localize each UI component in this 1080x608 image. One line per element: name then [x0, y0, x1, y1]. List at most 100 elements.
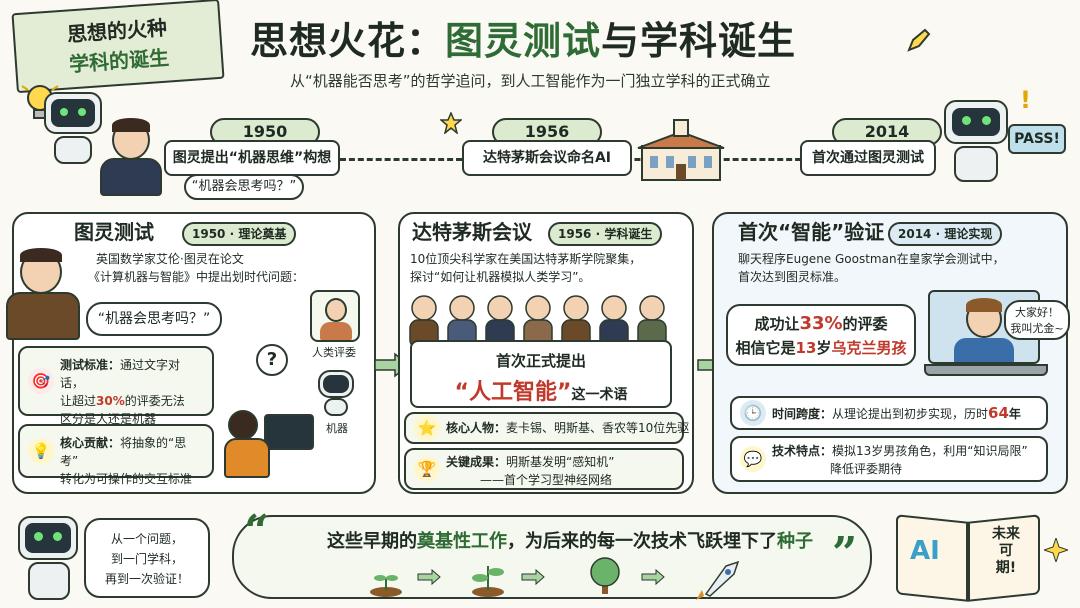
- growth-sequence: [370, 557, 740, 600]
- panel1-card-standard: 🎯 测试标准：通过文字对话， 让超过30%的评委无法 区分是人还是机器: [18, 346, 214, 426]
- ai-term-banner: 首次正式提出 “人工智能”这一术语: [410, 340, 672, 408]
- eugene-speech-line1: 大家好！: [1015, 306, 1059, 319]
- page-title: 思想火花：图灵测试与学科诞生: [250, 10, 930, 63]
- card-contribution-text-b: 转化为可操作的交互标准: [60, 472, 193, 486]
- card-standard-text-a: 通过文字对话，: [60, 358, 181, 390]
- result-text-d: 岁: [816, 339, 832, 357]
- result-age: 13: [795, 339, 817, 357]
- eugene-speech-line2: 我叫尤金~: [1010, 322, 1064, 335]
- college-building-icon: [637, 119, 725, 181]
- pass-badge: PASS!: [1008, 124, 1066, 154]
- question-mark-icon: ?: [256, 344, 288, 376]
- quote-highlight-2: 种子: [777, 531, 813, 552]
- book-text-line1: 未来: [992, 526, 1020, 542]
- banner-term: “人工智能”: [454, 380, 572, 405]
- title-suffix: 与学科诞生: [601, 19, 797, 63]
- panel3-card-time: 🕒 时间跨度：从理论提出到初步实现，历时64年: [730, 396, 1048, 430]
- bottom-quote-text: 这些早期的奠基性工作，为后来的每一次技术飞跃埋下了种子: [290, 527, 850, 553]
- card-result-text-a: 明斯基发明“感知机”: [506, 455, 615, 469]
- panel1-intro-line2: 《计算机器与智能》中提出划时代问题：: [88, 270, 305, 284]
- result-text-b: 的评委: [842, 315, 888, 333]
- title-prefix: 思想火花：: [250, 19, 446, 63]
- card-result-title: 关键成果：: [446, 455, 507, 469]
- panel1-intro-line1: 英国数学家艾伦·图灵在论文: [96, 252, 244, 266]
- machine-robot-icon: [314, 368, 358, 418]
- result-text-a: 成功让: [754, 315, 800, 333]
- clock-icon: 🕒: [740, 400, 766, 426]
- card-contribution-title: 核心贡献：: [60, 436, 121, 450]
- star-icon: [440, 112, 462, 134]
- eugene-speech-bubble: 大家好！ 我叫尤金~: [1004, 300, 1070, 340]
- title-highlight: 图灵测试: [445, 19, 602, 63]
- trophy-icon: 🏆: [414, 456, 440, 482]
- machine-label: 机器: [326, 422, 348, 435]
- robot-mascot-right: [940, 90, 1016, 186]
- robot-bottom-bubble: 从一个问题， 到一门学科， 再到一次验证！: [84, 518, 210, 598]
- robot-bubble-line3: 再到一次验证！: [104, 572, 189, 586]
- chat-icon: 💬: [740, 446, 766, 472]
- panel3-title: 首次“智能”验证: [738, 220, 885, 244]
- card-standard-title: 测试标准：: [60, 358, 121, 372]
- human-judge-icon: [310, 290, 360, 342]
- person-at-computer: [222, 406, 318, 480]
- panel1-tag: 1950 · 理论奠基: [182, 222, 297, 246]
- card-standard-text-d: 区分是人还是机器: [60, 412, 157, 426]
- robot-bubble-line2: 到一门学科，: [110, 552, 183, 566]
- card-standard-text-c: 的评委无法: [124, 394, 185, 408]
- star-icon: ⭐: [414, 415, 440, 441]
- panel2-card-result: 🏆 关键成果：明斯基发明“感知机”——首个学习型神经网络: [404, 448, 684, 490]
- book-ai-label: AI: [910, 536, 940, 566]
- panel1-card-contribution: 💡 核心贡献：将抽象的“思考” 转化为可操作的交互标准: [18, 424, 214, 486]
- panel2-card-people: ⭐ 核心人物：麦卡锡、明斯基、香农等10位先驱: [404, 412, 689, 444]
- card-tech-text-b: 降低评委期待: [830, 462, 903, 476]
- seedling-icon: [370, 575, 402, 597]
- quote-text-b: ，为后来的每一次技术飞跃埋下了: [507, 531, 777, 552]
- quote-highlight-1: 奠基性工作: [417, 531, 507, 552]
- card-contribution-text-a: 将抽象的“思考”: [60, 436, 187, 468]
- card-time-text: 从理论提出到初步实现，历时: [832, 407, 989, 421]
- card-tech-text-a: 模拟13岁男孩角色，利用“知识局限”: [832, 444, 1028, 458]
- panel2-intro-line1: 10位顶尖科学家在美国达特茅斯学院聚集，: [410, 252, 642, 266]
- result-text-c: 相信它是: [735, 339, 796, 357]
- panel3-card-tech: 💬 技术特点：模拟13岁男孩角色，利用“知识局限”降低评委期待: [730, 436, 1048, 482]
- judge-label: 人类评委: [312, 346, 356, 359]
- robot-mascot-bottom: [14, 510, 86, 604]
- target-icon: 🎯: [28, 368, 54, 394]
- card-time-unit: 年: [1008, 407, 1021, 421]
- open-quote-icon: “: [244, 506, 270, 557]
- result-bubble: 成功让33%的评委 相信它是13岁乌克兰男孩: [726, 304, 916, 366]
- panel2-intro-line2: 探讨“如何让机器模拟人类学习”。: [410, 270, 591, 284]
- robot-bubble-line1: 从一个问题，: [110, 532, 183, 546]
- panel3-tag: 2014 · 理论实现: [888, 222, 1003, 246]
- exclamation-icon: !: [1020, 86, 1031, 114]
- timeline-event-1950: 图灵提出“机器思维”构想: [164, 140, 340, 176]
- rocket-icon: [696, 560, 740, 600]
- card-time-title: 时间跨度：: [772, 407, 833, 421]
- card-people-title: 核心人物：: [446, 421, 507, 435]
- open-book-ai: AI 未来 可 期!: [896, 508, 1044, 602]
- tree-icon: [590, 557, 620, 594]
- card-standard-percent: 30%: [96, 394, 125, 408]
- panel2-title: 达特茅斯会议: [412, 220, 532, 244]
- card-people-text: 麦卡锡、明斯基、香农等10位先驱: [506, 421, 690, 435]
- sparkle-icon: [1044, 538, 1068, 562]
- panel2-tag: 1956 · 学科诞生: [548, 222, 663, 246]
- result-percent: 33%: [799, 313, 843, 334]
- thinking-man-portrait: [4, 246, 84, 342]
- banner-line1: 首次正式提出: [495, 352, 586, 370]
- pencil-icon: [907, 28, 931, 52]
- subtitle: 从“机器能否思考”的哲学追问，到人工智能作为一门独立学科的正式确立: [290, 72, 771, 90]
- banner-line2: 这一术语: [571, 387, 628, 403]
- card-standard-text-b: 让超过: [60, 394, 97, 408]
- panel1-title: 图灵测试: [74, 220, 154, 244]
- panel3-intro-line1: 聊天程序Eugene Goostman在皇家学会测试中，: [738, 252, 1005, 266]
- sprout-icon: [472, 566, 504, 597]
- timeline-event-1956: 达特茅斯会议命名AI: [462, 140, 632, 176]
- timeline-event-2014: 首次通过图灵测试: [800, 140, 936, 176]
- book-text-line2: 可: [999, 543, 1013, 559]
- panel1-quote-bubble: “机器会思考吗？”: [86, 302, 222, 336]
- speech-bubble-1950: “机器会思考吗？”: [184, 174, 304, 200]
- panel3-intro-line2: 首次达到图灵标准。: [738, 270, 847, 284]
- book-text-line3: 期!: [995, 560, 1017, 576]
- book-text: 未来 可 期!: [986, 526, 1026, 577]
